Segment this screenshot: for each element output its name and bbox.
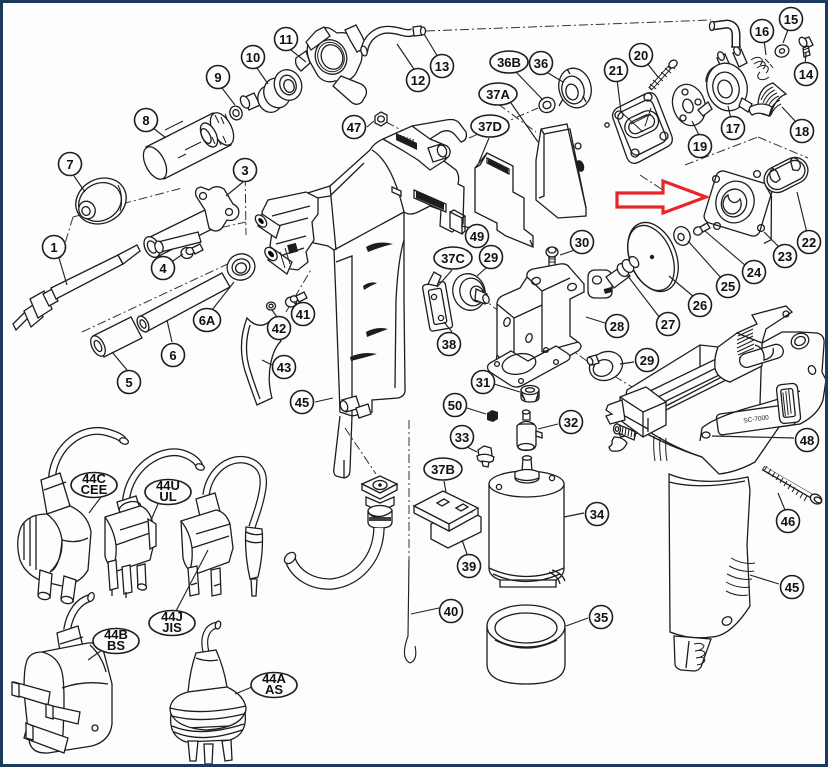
svg-text:35: 35: [594, 610, 608, 625]
svg-text:43: 43: [277, 360, 291, 375]
svg-text:37A: 37A: [486, 87, 510, 102]
svg-text:36: 36: [534, 56, 548, 71]
svg-text:29: 29: [640, 353, 654, 368]
svg-text:10: 10: [246, 50, 260, 65]
svg-text:CEE: CEE: [81, 482, 108, 497]
svg-text:48: 48: [800, 433, 814, 448]
svg-text:37B: 37B: [431, 462, 455, 477]
svg-text:40: 40: [444, 604, 458, 619]
svg-text:45: 45: [785, 580, 799, 595]
svg-text:44B: 44B: [104, 627, 128, 642]
svg-text:18: 18: [795, 124, 809, 139]
svg-text:24: 24: [747, 265, 762, 280]
svg-text:47: 47: [347, 120, 361, 135]
svg-text:19: 19: [693, 139, 707, 154]
svg-text:23: 23: [778, 249, 792, 264]
svg-text:UL: UL: [159, 489, 176, 504]
svg-text:AS: AS: [265, 682, 283, 697]
svg-text:49: 49: [470, 229, 484, 244]
svg-text:12: 12: [411, 73, 425, 88]
svg-text:39: 39: [462, 559, 476, 574]
svg-text:17: 17: [726, 121, 740, 136]
svg-text:34: 34: [590, 507, 605, 522]
svg-text:14: 14: [799, 67, 814, 82]
svg-text:20: 20: [634, 48, 648, 63]
svg-text:44A: 44A: [262, 671, 286, 686]
svg-text:50: 50: [448, 398, 462, 413]
svg-text:6A: 6A: [199, 313, 216, 328]
svg-text:45: 45: [295, 395, 309, 410]
svg-text:1: 1: [50, 240, 57, 255]
svg-text:JIS: JIS: [162, 620, 182, 635]
svg-text:6: 6: [169, 348, 176, 363]
svg-text:11: 11: [279, 32, 293, 47]
svg-text:4: 4: [159, 261, 167, 276]
svg-text:46: 46: [781, 514, 795, 529]
svg-text:44J: 44J: [161, 609, 183, 624]
svg-text:41: 41: [296, 307, 310, 322]
svg-text:21: 21: [609, 63, 623, 78]
svg-text:38: 38: [442, 337, 456, 352]
svg-text:29: 29: [484, 250, 498, 265]
svg-text:31: 31: [476, 375, 490, 390]
svg-text:8: 8: [142, 113, 149, 128]
svg-text:28: 28: [610, 319, 624, 334]
svg-text:13: 13: [435, 59, 449, 74]
svg-text:9: 9: [214, 70, 221, 85]
svg-text:32: 32: [564, 415, 578, 430]
svg-text:3: 3: [241, 163, 248, 178]
svg-text:22: 22: [802, 235, 816, 250]
svg-text:42: 42: [272, 321, 286, 336]
svg-text:BS: BS: [107, 638, 125, 653]
svg-text:5: 5: [125, 375, 132, 390]
svg-text:7: 7: [66, 157, 73, 172]
svg-text:SC-7000: SC-7000: [743, 414, 770, 425]
svg-text:27: 27: [661, 317, 675, 332]
svg-text:37D: 37D: [478, 119, 502, 134]
svg-text:44C: 44C: [82, 471, 106, 486]
svg-text:16: 16: [755, 24, 769, 39]
svg-text:15: 15: [784, 12, 798, 27]
svg-text:37C: 37C: [441, 251, 465, 266]
svg-text:33: 33: [455, 430, 469, 445]
svg-text:25: 25: [721, 279, 735, 294]
svg-text:30: 30: [575, 235, 589, 250]
svg-text:36B: 36B: [497, 55, 521, 70]
svg-text:26: 26: [693, 298, 707, 313]
svg-text:44U: 44U: [156, 478, 180, 493]
